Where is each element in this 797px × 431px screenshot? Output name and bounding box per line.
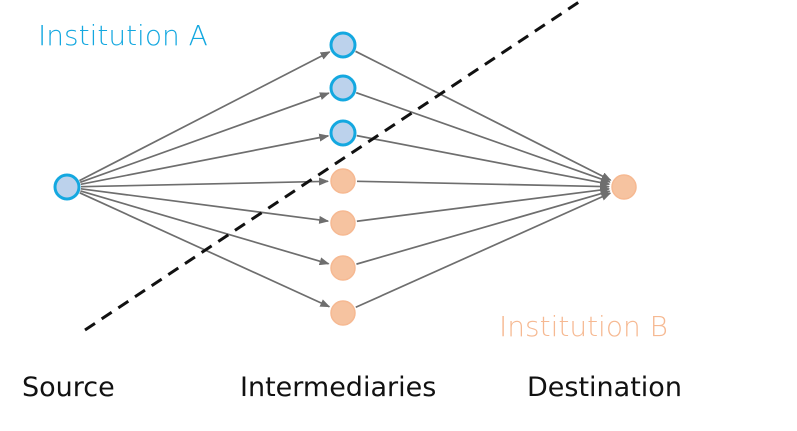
source-node [53, 173, 81, 201]
edge-intermediary-4-to-destination [356, 180, 611, 191]
intermediary-node-3 [329, 119, 357, 147]
edge-source-to-intermediary-5 [80, 187, 330, 224]
destination-stage-label: Destination [527, 372, 682, 403]
nodes-layer [53, 31, 637, 326]
edge-intermediary-1-to-destination [355, 50, 612, 181]
institution-b-label: Institution B [499, 310, 668, 343]
edge-intermediary-5-to-destination [356, 186, 611, 223]
intermediary-node-7 [330, 300, 356, 326]
edge-source-to-intermediary-4 [80, 177, 330, 188]
source-stage-label: Source [22, 372, 115, 403]
destination-node [611, 174, 637, 200]
edge-source-to-intermediary-2 [79, 92, 330, 184]
intermediary-node-1 [329, 31, 357, 59]
edge-source-to-intermediary-6 [80, 190, 330, 266]
intermediary-node-4 [330, 168, 356, 194]
edge-source-to-intermediary-3 [80, 133, 330, 186]
institution-a-label: Institution A [38, 19, 208, 52]
edge-intermediary-7-to-destination [355, 192, 612, 309]
edge-intermediary-6-to-destination [356, 189, 611, 265]
intermediary-node-2 [329, 74, 357, 102]
edge-source-to-intermediary-1 [79, 51, 331, 182]
edge-intermediary-2-to-destination [355, 91, 611, 183]
intermediary-node-6 [330, 255, 356, 281]
intermediaries-stage-label: Intermediaries [240, 372, 436, 403]
intermediary-node-5 [330, 210, 356, 236]
edge-intermediary-3-to-destination [356, 134, 611, 187]
